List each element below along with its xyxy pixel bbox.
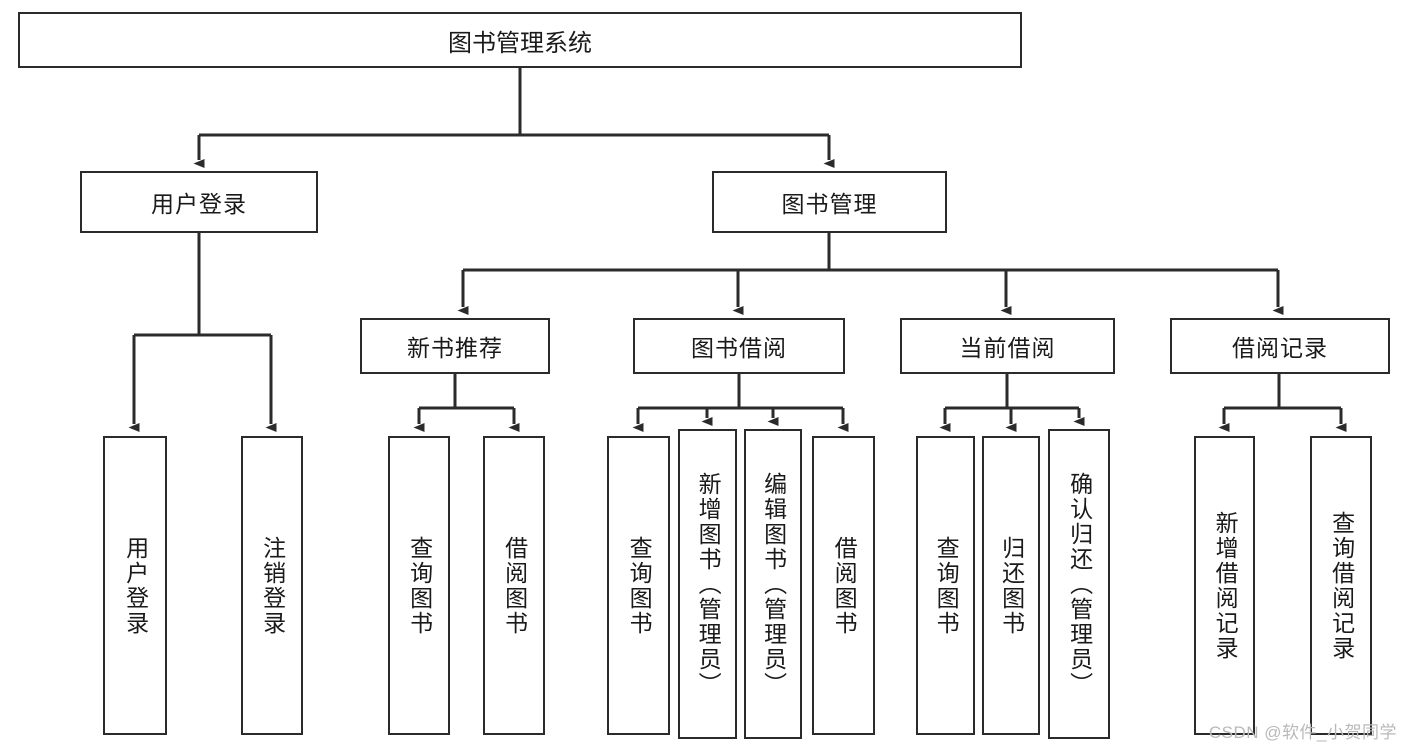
node-bb-borrow-book[interactable]: 借阅图书 [812, 436, 875, 735]
node-book-manage-label: 图书管理 [781, 191, 878, 217]
node-cb-query-book-label: 查询图书 [933, 535, 960, 636]
node-nbr-query-book[interactable]: 查询图书 [388, 436, 450, 735]
node-bb-add-book-label: 新增图书（管理员） [695, 471, 722, 697]
node-bb-query-book-label: 查询图书 [626, 535, 653, 636]
node-cb-query-book[interactable]: 查询图书 [916, 436, 975, 735]
node-current-borrow[interactable]: 当前借阅 [900, 318, 1115, 374]
node-bb-edit-book-label: 编辑图书（管理员） [760, 471, 787, 697]
node-cb-return-book[interactable]: 归还图书 [982, 436, 1040, 735]
node-user-login-do[interactable]: 用户登录 [103, 436, 167, 735]
node-user-login-label: 用户登录 [151, 191, 247, 217]
node-bb-add-book[interactable]: 新增图书（管理员） [678, 429, 737, 739]
node-cb-confirm-return-label: 确认归还（管理员） [1066, 471, 1093, 697]
node-user-login[interactable]: 用户登录 [80, 171, 318, 233]
node-br-query-record-label: 查询借阅记录 [1328, 510, 1355, 661]
node-borrow-record[interactable]: 借阅记录 [1170, 318, 1390, 374]
node-cb-confirm-return[interactable]: 确认归还（管理员） [1048, 429, 1110, 739]
node-current-borrow-label: 当前借阅 [959, 335, 1056, 361]
node-root-label: 图书管理系统 [448, 29, 592, 57]
node-root[interactable]: 图书管理系统 [18, 12, 1022, 68]
node-user-login-do-label: 用户登录 [122, 535, 149, 636]
node-nbr-query-book-label: 查询图书 [406, 535, 433, 636]
node-user-logout-label: 注销登录 [259, 535, 286, 636]
node-cb-return-book-label: 归还图书 [998, 535, 1025, 636]
node-user-logout[interactable]: 注销登录 [241, 436, 303, 735]
node-new-book-recommend-label: 新书推荐 [407, 335, 503, 361]
node-nbr-borrow-book-label: 借阅图书 [501, 535, 528, 636]
node-new-book-recommend[interactable]: 新书推荐 [360, 318, 550, 374]
node-br-add-record-label: 新增借阅记录 [1212, 510, 1239, 661]
node-book-borrow[interactable]: 图书借阅 [633, 318, 845, 374]
node-borrow-record-label: 借阅记录 [1232, 335, 1328, 361]
node-book-manage[interactable]: 图书管理 [712, 171, 947, 233]
node-br-query-record[interactable]: 查询借阅记录 [1310, 436, 1372, 735]
node-bb-query-book[interactable]: 查询图书 [607, 436, 670, 735]
node-nbr-borrow-book[interactable]: 借阅图书 [483, 436, 545, 735]
node-book-borrow-label: 图书借阅 [691, 335, 787, 361]
node-bb-borrow-book-label: 借阅图书 [831, 535, 858, 636]
watermark: CSDN @软件_小贺同学 [1208, 723, 1397, 742]
node-br-add-record[interactable]: 新增借阅记录 [1194, 436, 1255, 735]
node-bb-edit-book[interactable]: 编辑图书（管理员） [744, 429, 802, 739]
